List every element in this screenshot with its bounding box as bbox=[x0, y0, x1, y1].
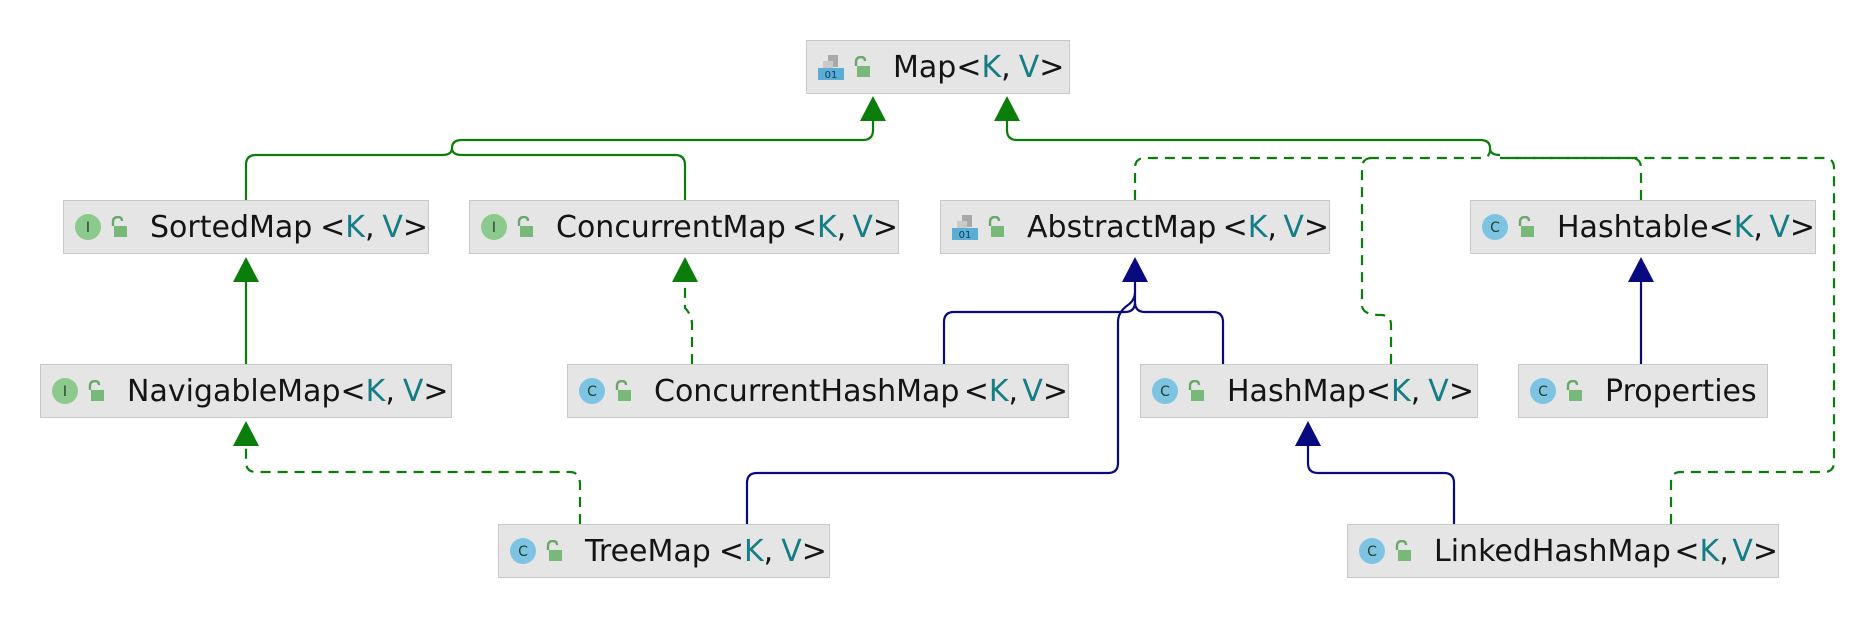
type-param-v: V bbox=[1283, 209, 1304, 245]
edge-concurrenthashmap-to-abstractmap bbox=[942, 278, 1137, 364]
unlocked-lock-icon bbox=[1394, 540, 1412, 562]
arrowhead-navigablemap bbox=[233, 421, 259, 446]
svg-text:01: 01 bbox=[959, 230, 972, 241]
arrowhead-hashmap bbox=[1295, 421, 1321, 446]
arrowhead-sortedmap bbox=[233, 257, 259, 282]
svg-text:I: I bbox=[63, 384, 67, 400]
type-param-v: V bbox=[1022, 373, 1043, 409]
class-node-hashtable[interactable]: C Hashtable <K,V> bbox=[1470, 200, 1816, 254]
type-param-v: V bbox=[1769, 209, 1790, 245]
type-param-k: K bbox=[1733, 209, 1754, 245]
node-name: ConcurrentMap bbox=[556, 209, 786, 245]
unlocked-lock-icon bbox=[1517, 216, 1535, 238]
svg-text:I: I bbox=[86, 220, 90, 236]
unlocked-lock-icon bbox=[110, 216, 128, 238]
class-icon: C bbox=[1151, 377, 1179, 405]
node-name: TreeMap bbox=[585, 533, 711, 569]
node-name: AbstractMap bbox=[1027, 209, 1217, 245]
node-name: SortedMap bbox=[150, 209, 313, 245]
unlocked-lock-icon bbox=[614, 380, 632, 402]
edge-treemap-to-abstractmap bbox=[745, 291, 1137, 524]
unlocked-lock-icon bbox=[545, 540, 563, 562]
arrowhead-abstractmap bbox=[1122, 257, 1148, 282]
node-name: Map bbox=[893, 49, 957, 85]
class-icon: C bbox=[509, 537, 537, 565]
edge-hashmap-to-map bbox=[1360, 156, 1393, 364]
node-name: HashMap bbox=[1227, 373, 1366, 409]
type-param-v: V bbox=[402, 373, 424, 409]
node-name: NavigableMap bbox=[127, 373, 341, 409]
node-name: Properties bbox=[1605, 373, 1757, 409]
node-name: Hashtable bbox=[1557, 209, 1709, 245]
svg-text:01: 01 bbox=[825, 70, 838, 81]
edge-sortedmap-to-map bbox=[244, 115, 875, 200]
unlocked-lock-icon bbox=[987, 216, 1005, 238]
edge-concurrentmap-to-map bbox=[450, 147, 687, 200]
class-icon: C bbox=[1481, 213, 1509, 241]
arrowhead-concurrentmap bbox=[672, 257, 698, 282]
class-node-map[interactable]: 01 Map <K,V> bbox=[806, 40, 1070, 94]
class-node-concurrenthashmap[interactable]: C ConcurrentHashMap <K,V> bbox=[567, 364, 1069, 418]
svg-text:C: C bbox=[518, 544, 528, 560]
class-node-hashmap[interactable]: C HashMap <K,V> bbox=[1140, 364, 1478, 418]
unlocked-lock-icon bbox=[1187, 380, 1205, 402]
svg-text:I: I bbox=[492, 220, 496, 236]
type-param-k: K bbox=[981, 49, 1002, 85]
type-param-k: K bbox=[345, 209, 365, 245]
edge-hashtable-to-map bbox=[1500, 156, 1643, 200]
edge-hashmap-to-abstractmap bbox=[1133, 301, 1225, 364]
unlocked-lock-icon bbox=[853, 56, 871, 78]
class-node-abstractmap[interactable]: 01 AbstractMap <K,V> bbox=[940, 200, 1330, 254]
unlocked-lock-icon bbox=[1565, 380, 1583, 402]
class-node-properties[interactable]: C Properties bbox=[1518, 364, 1768, 418]
type-param-k: K bbox=[817, 209, 837, 245]
interface-icon: I bbox=[480, 213, 508, 241]
abstract-class-icon: 01 bbox=[817, 53, 845, 81]
class-icon: C bbox=[1358, 537, 1386, 565]
edge-implements-bus bbox=[1005, 115, 1501, 157]
arrowhead-map-right bbox=[994, 96, 1020, 121]
abstract-class-icon: 01 bbox=[951, 213, 979, 241]
type-param-k: K bbox=[743, 533, 764, 569]
svg-text:C: C bbox=[1367, 544, 1377, 560]
node-name: ConcurrentHashMap bbox=[654, 373, 960, 409]
type-param-v: V bbox=[382, 209, 403, 245]
type-param-k: K bbox=[365, 373, 386, 409]
class-icon: C bbox=[578, 377, 606, 405]
unlocked-lock-icon bbox=[87, 380, 105, 402]
type-param-k: K bbox=[1247, 209, 1268, 245]
type-param-v: V bbox=[852, 209, 873, 245]
arrowhead-map-left bbox=[860, 96, 886, 121]
interface-icon: I bbox=[51, 377, 79, 405]
unlocked-lock-icon bbox=[516, 216, 534, 238]
class-node-linkedhashmap[interactable]: C LinkedHashMap <K,V> bbox=[1347, 524, 1779, 578]
type-param-v: V bbox=[1018, 49, 1040, 85]
arrowhead-hashtable bbox=[1628, 257, 1654, 282]
class-node-treemap[interactable]: C TreeMap <K,V> bbox=[498, 524, 830, 578]
class-node-concurrentmap[interactable]: I ConcurrentMap <K,V> bbox=[469, 200, 899, 254]
svg-text:C: C bbox=[1538, 384, 1548, 400]
class-node-navigablemap[interactable]: I NavigableMap <K,V> bbox=[40, 364, 452, 418]
svg-text:C: C bbox=[1490, 220, 1500, 236]
edge-abstractmap-to-map bbox=[1133, 149, 1492, 200]
type-param-k: K bbox=[1391, 373, 1411, 409]
node-name: LinkedHashMap bbox=[1434, 533, 1671, 569]
svg-text:C: C bbox=[587, 384, 597, 400]
class-icon: C bbox=[1529, 377, 1557, 405]
type-param-v: V bbox=[1428, 373, 1449, 409]
edge-treemap-to-navigablemap bbox=[244, 442, 582, 524]
type-param-k: K bbox=[1699, 533, 1720, 569]
class-node-sortedmap[interactable]: I SortedMap <K,V> bbox=[63, 200, 429, 254]
type-param-v: V bbox=[781, 533, 802, 569]
edge-linkedhashmap-to-map bbox=[1500, 156, 1836, 524]
svg-text:C: C bbox=[1160, 384, 1170, 400]
type-param-v: V bbox=[1732, 533, 1753, 569]
edge-linkedhashmap-to-hashmap bbox=[1306, 442, 1456, 524]
edge-concurrenthashmap-to-concurrentmap bbox=[683, 278, 694, 364]
interface-icon: I bbox=[74, 213, 102, 241]
type-param-k: K bbox=[988, 373, 1009, 409]
